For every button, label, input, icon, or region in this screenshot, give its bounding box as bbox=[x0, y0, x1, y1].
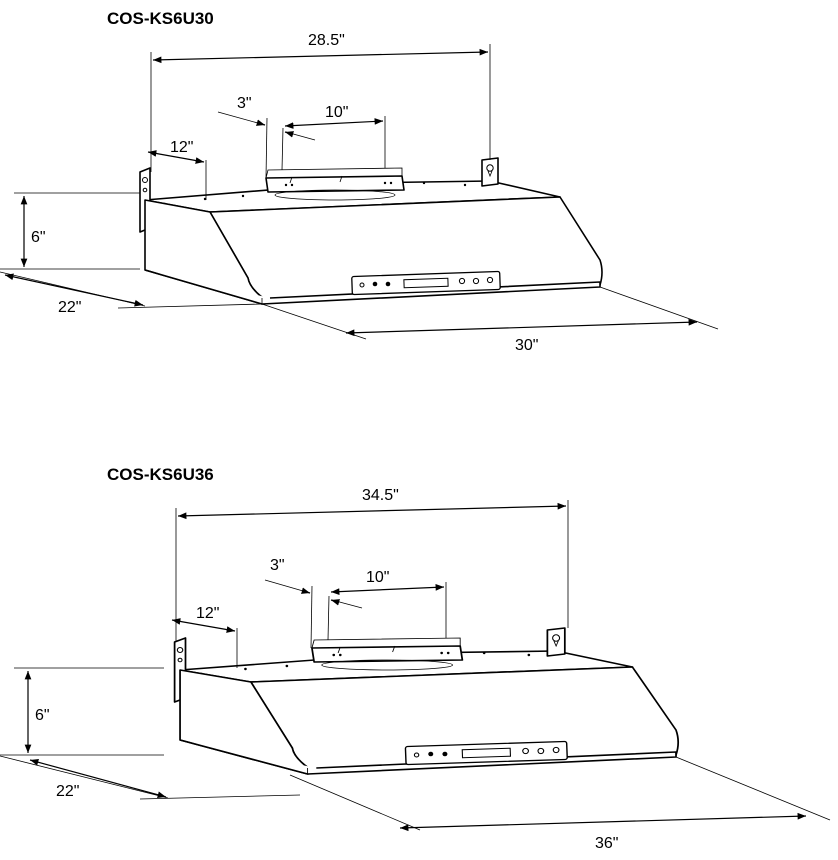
dim-label-width-1: 30" bbox=[515, 337, 538, 354]
dim-label-depth-2: 22" bbox=[56, 783, 79, 800]
dim-depth-2: 22" bbox=[0, 755, 301, 800]
hood-diagram-2: COS-KS6U36 34.5" 3" 10" bbox=[0, 465, 831, 852]
dim-height-1: 6" bbox=[0, 192, 140, 270]
dim-width-2: 36" bbox=[289, 756, 831, 852]
dim-label-depth-1: 22" bbox=[58, 299, 81, 316]
dim-duct-1: 3" 10" bbox=[217, 95, 386, 179]
dim-label-duct-offset-2: 3" bbox=[270, 557, 285, 574]
dim-label-side-offset-1: 12" bbox=[170, 139, 193, 156]
dim-side-offset-1: 12" bbox=[147, 139, 207, 200]
dim-depth-1: 22" bbox=[0, 271, 263, 316]
dim-label-duct-offset-1: 3" bbox=[237, 95, 252, 112]
dim-label-side-offset-2: 12" bbox=[196, 605, 219, 622]
dim-mount-width-1: 28.5" bbox=[150, 32, 491, 172]
dim-label-duct-width-2: 10" bbox=[366, 569, 389, 586]
dim-height-2: 6" bbox=[0, 667, 164, 756]
dim-duct-2: 3" 10" bbox=[264, 557, 447, 649]
dim-width-1: 30" bbox=[261, 286, 719, 354]
dim-side-offset-2: 12" bbox=[171, 605, 238, 668]
dim-label-width-2: 36" bbox=[595, 835, 618, 852]
dim-label-mount-width-1: 28.5" bbox=[308, 32, 345, 49]
dim-label-height-1: 6" bbox=[31, 229, 46, 246]
dim-label-duct-width-1: 10" bbox=[325, 104, 348, 121]
hood-diagram-1: COS-KS6U30 28.5" 3" 10" 12" bbox=[0, 9, 719, 354]
dim-mount-width-2: 34.5" bbox=[175, 487, 569, 642]
hood-drawing-2 bbox=[173, 627, 680, 775]
dim-label-height-2: 6" bbox=[35, 707, 50, 724]
dim-label-mount-width-2: 34.5" bbox=[362, 487, 399, 504]
hood-drawing-1 bbox=[139, 157, 603, 305]
model-title-2: COS-KS6U36 bbox=[107, 465, 214, 484]
model-title-1: COS-KS6U30 bbox=[107, 9, 214, 28]
